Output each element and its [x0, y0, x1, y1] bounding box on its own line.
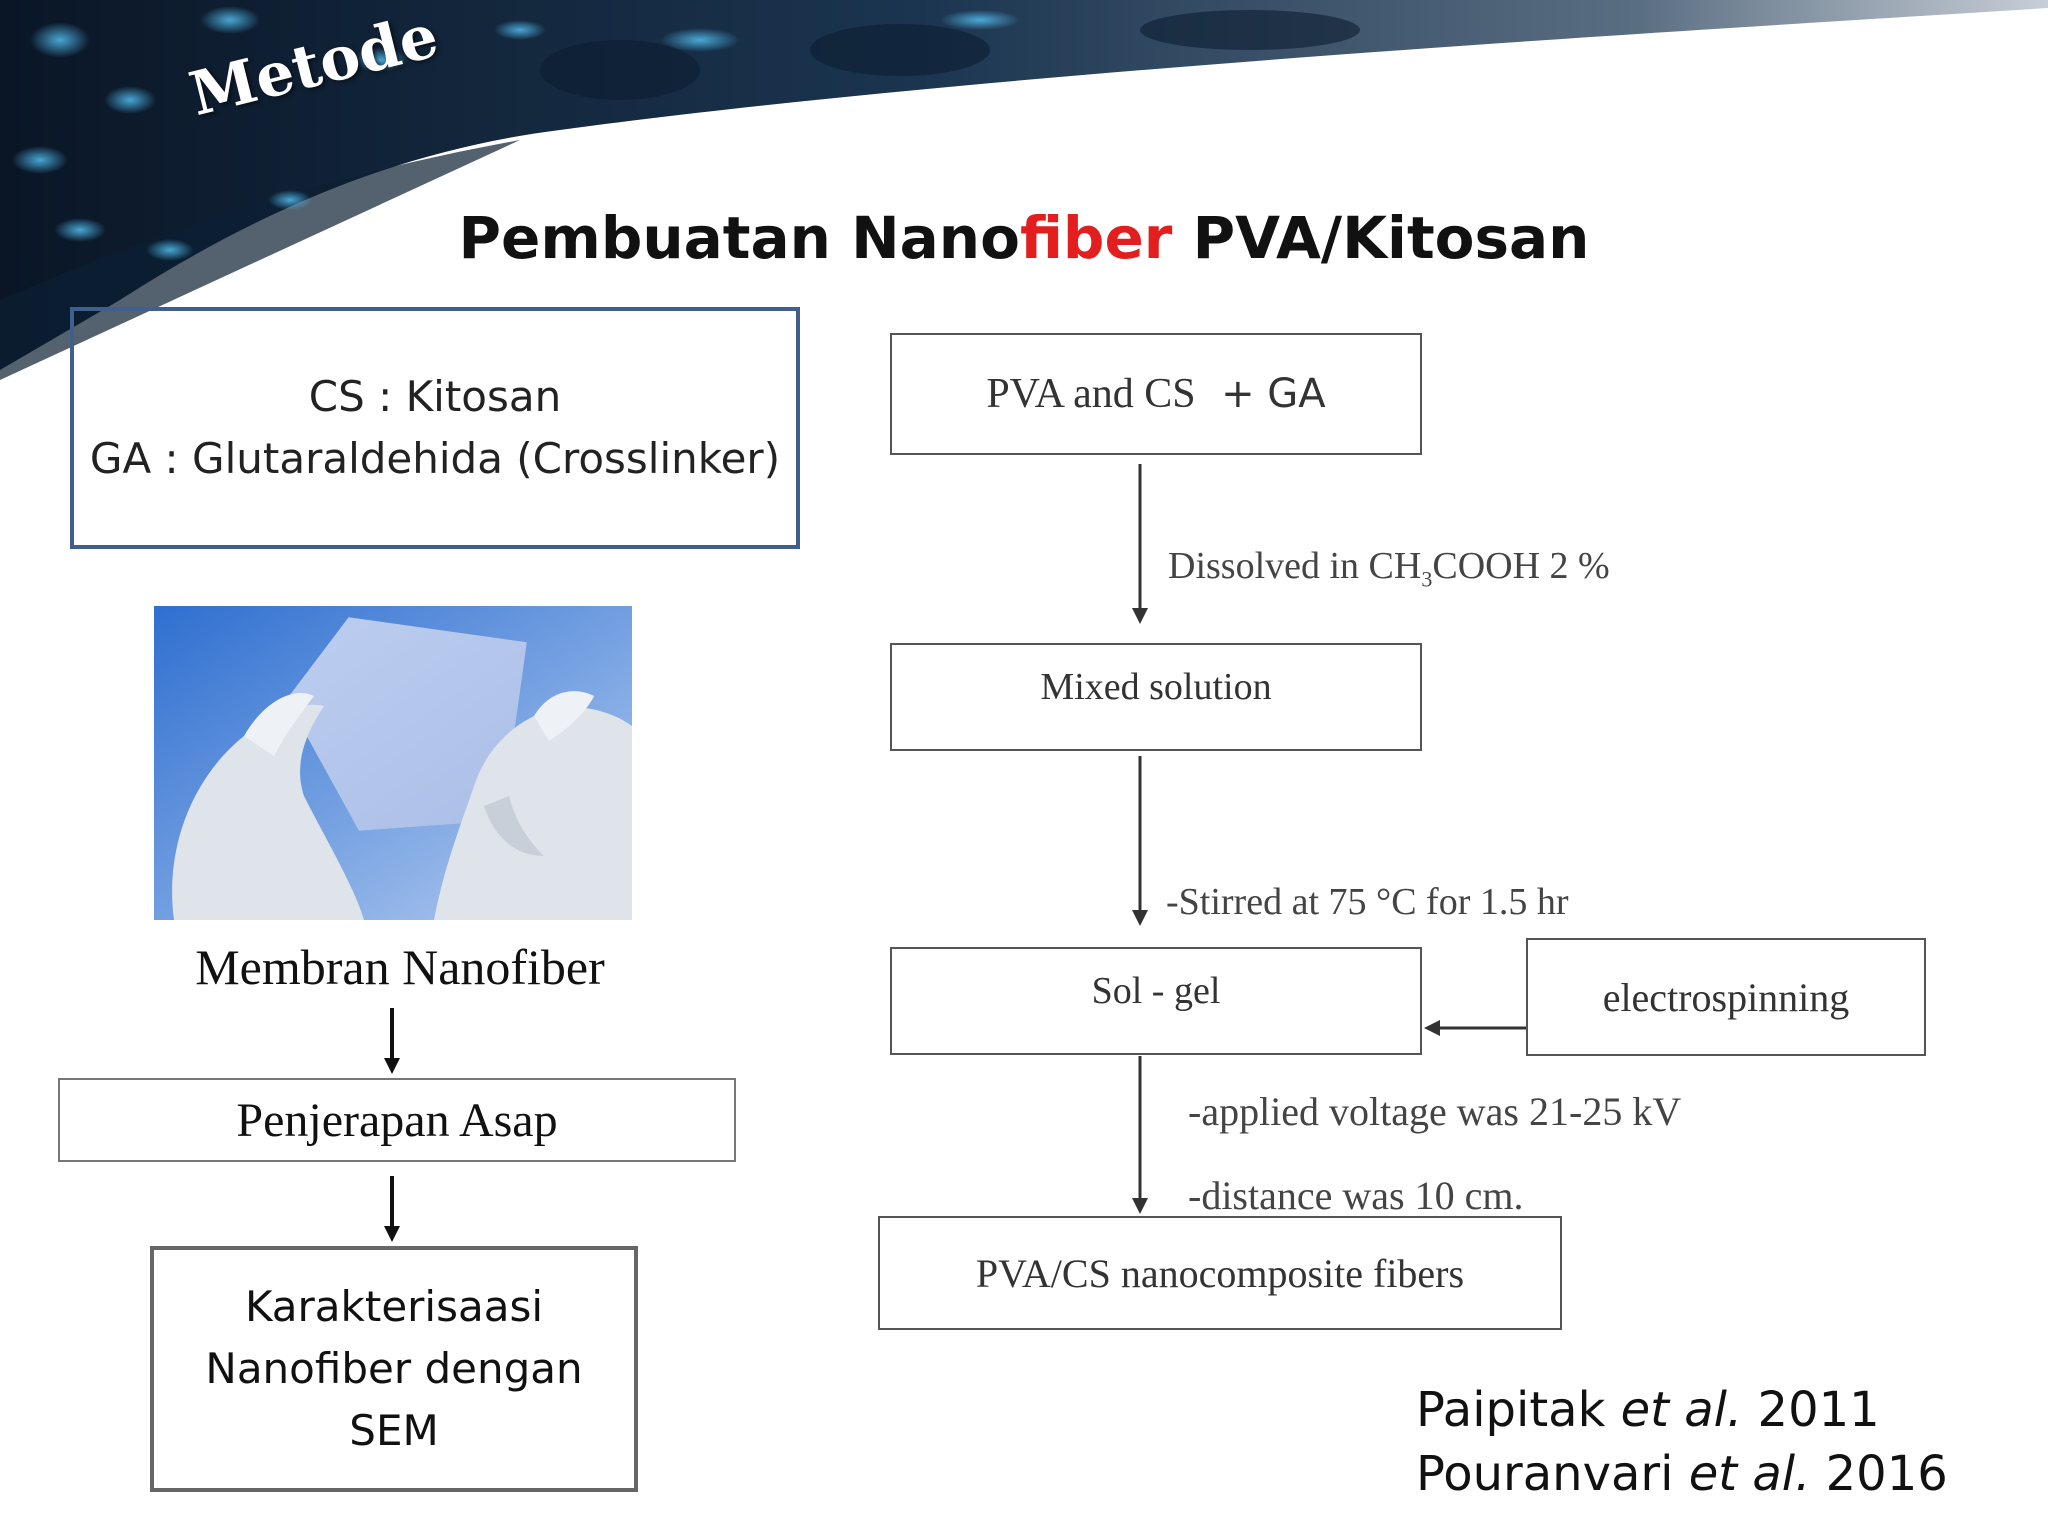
step-dissolved: Dissolved in CH3COOH 2 %: [1168, 544, 1610, 593]
ref2-etal: et al.: [1688, 1446, 1811, 1502]
abbreviation-legend: CS : Kitosan GA : Glutaraldehida (Crossl…: [70, 307, 800, 549]
ref1-etal: et al.: [1620, 1382, 1743, 1438]
flow-box-pva-cs-ga: PVA and CS + GA: [890, 333, 1422, 455]
photo-caption: Membran Nanofiber: [195, 939, 605, 995]
legend-line-ga: GA : Glutaraldehida (Crosslinker): [89, 434, 781, 483]
ref2-year: 2016: [1810, 1446, 1948, 1502]
adsorption-step-box: Penjerapan Asap: [58, 1078, 736, 1162]
title-accent: fiber: [1019, 204, 1173, 272]
flow-box-sol-gel: Sol - gel: [890, 947, 1422, 1055]
reference-2: Pouranvari et al. 2016: [1416, 1446, 1948, 1502]
header-banner: [0, 0, 2048, 380]
step-dissolved-sub: 3: [1421, 566, 1433, 592]
ref2-author: Pouranvari: [1416, 1446, 1689, 1502]
step-voltage: -applied voltage was 21-25 kV: [1188, 1089, 1682, 1134]
box1-pre: PVA and CS: [986, 371, 1196, 417]
characterization-line-3: SEM: [349, 1406, 439, 1455]
characterization-step-box: Karakterisaasi Nanofiber dengan SEM: [150, 1246, 638, 1492]
flow-box-electrospinning: electrospinning: [1526, 938, 1926, 1056]
legend-line-cs: CS : Kitosan: [308, 372, 562, 421]
slide-title: Pembuatan Nanofiber PVA/Kitosan: [0, 204, 2048, 272]
reference-1: Paipitak et al. 2011: [1416, 1382, 1880, 1438]
step-dissolved-pre: Dissolved in CH: [1168, 545, 1422, 587]
step-stirred: -Stirred at 75 °C for 1.5 hr: [1166, 881, 1569, 923]
step-distance: -distance was 10 cm.: [1188, 1173, 1524, 1218]
ref1-year: 2011: [1742, 1382, 1880, 1438]
title-part2: PVA/Kitosan: [1172, 204, 1590, 272]
title-part1: Pembuatan Nano: [458, 204, 1020, 272]
characterization-line-1: Karakterisaasi: [244, 1282, 544, 1331]
box1-post: + GA: [1195, 371, 1326, 417]
flow-box-mixed-solution: Mixed solution: [890, 643, 1422, 751]
membrane-photo: [154, 606, 632, 920]
flow-box-nanocomposite-fibers: PVA/CS nanocomposite fibers: [878, 1216, 1562, 1330]
ref1-author: Paipitak: [1416, 1382, 1621, 1438]
characterization-line-2: Nanofiber dengan: [205, 1344, 583, 1393]
step-dissolved-post: COOH 2 %: [1432, 545, 1610, 587]
